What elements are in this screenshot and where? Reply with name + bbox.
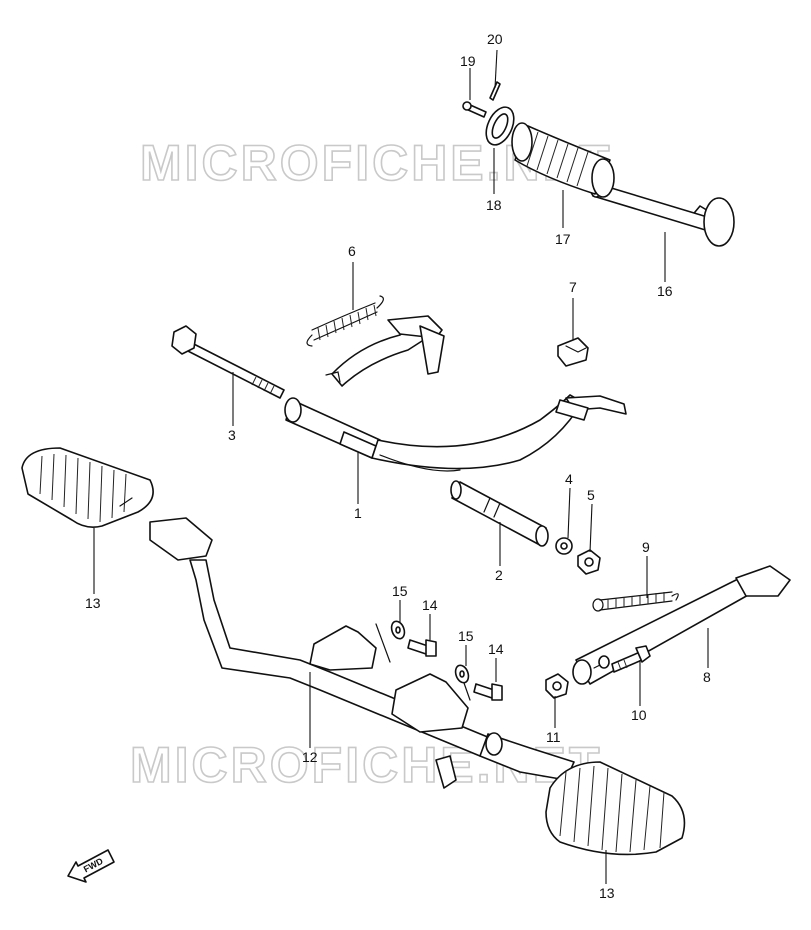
callout-13-right: 13 bbox=[599, 885, 615, 901]
callout-20: 20 bbox=[487, 31, 503, 47]
callout-14-a: 14 bbox=[422, 597, 438, 613]
callout-12: 12 bbox=[302, 749, 318, 765]
part-12-footrest-bar bbox=[149, 517, 575, 789]
part-6-spring bbox=[306, 295, 384, 347]
callout-6: 6 bbox=[348, 243, 356, 259]
leader-lines bbox=[93, 49, 709, 884]
callout-15-a: 15 bbox=[392, 583, 408, 599]
callout-4: 4 bbox=[565, 471, 573, 487]
part-13-footrest-rubber-right bbox=[545, 761, 686, 856]
part-1-center-stand bbox=[284, 315, 627, 472]
part-4-washer bbox=[555, 537, 573, 555]
part-9-spring bbox=[592, 591, 679, 612]
part-19-pin bbox=[462, 101, 487, 118]
callout-7: 7 bbox=[569, 279, 577, 295]
callout-1: 1 bbox=[354, 505, 362, 521]
callout-5: 5 bbox=[587, 487, 595, 503]
part-15-washer-a bbox=[390, 620, 406, 640]
callout-17: 17 bbox=[555, 231, 571, 247]
callout-8: 8 bbox=[703, 669, 711, 685]
callout-13-left: 13 bbox=[85, 595, 101, 611]
callout-2: 2 bbox=[495, 567, 503, 583]
part-15-washer-b bbox=[454, 664, 470, 684]
callouts: 20 19 18 17 16 6 7 3 1 2 4 5 9 8 10 11 1… bbox=[85, 31, 711, 901]
part-13-footrest-rubber-left bbox=[21, 447, 154, 528]
callout-3: 3 bbox=[228, 427, 236, 443]
part-17-rubber-grip bbox=[511, 122, 615, 198]
callout-11: 11 bbox=[546, 729, 561, 745]
callout-15-b: 15 bbox=[458, 628, 474, 644]
part-16-pillion-pin bbox=[590, 182, 735, 247]
part-3-bolt bbox=[171, 325, 285, 399]
callout-16: 16 bbox=[657, 283, 673, 299]
part-18-washer bbox=[485, 106, 515, 146]
callout-9: 9 bbox=[642, 539, 650, 555]
part-7-stopper bbox=[557, 337, 589, 367]
part-2-collar bbox=[450, 480, 549, 547]
callout-14-b: 14 bbox=[488, 641, 504, 657]
part-10-bolt bbox=[611, 645, 651, 673]
part-14-bolt-b bbox=[473, 683, 503, 701]
fwd-arrow-icon: FWD bbox=[67, 849, 115, 883]
part-11-nut bbox=[545, 673, 569, 699]
callout-19: 19 bbox=[460, 53, 476, 69]
callout-18: 18 bbox=[486, 197, 502, 213]
part-5-nut bbox=[577, 549, 601, 575]
callout-10: 10 bbox=[631, 707, 647, 723]
part-8-side-stand bbox=[572, 565, 791, 685]
part-14-bolt-a bbox=[407, 639, 437, 657]
